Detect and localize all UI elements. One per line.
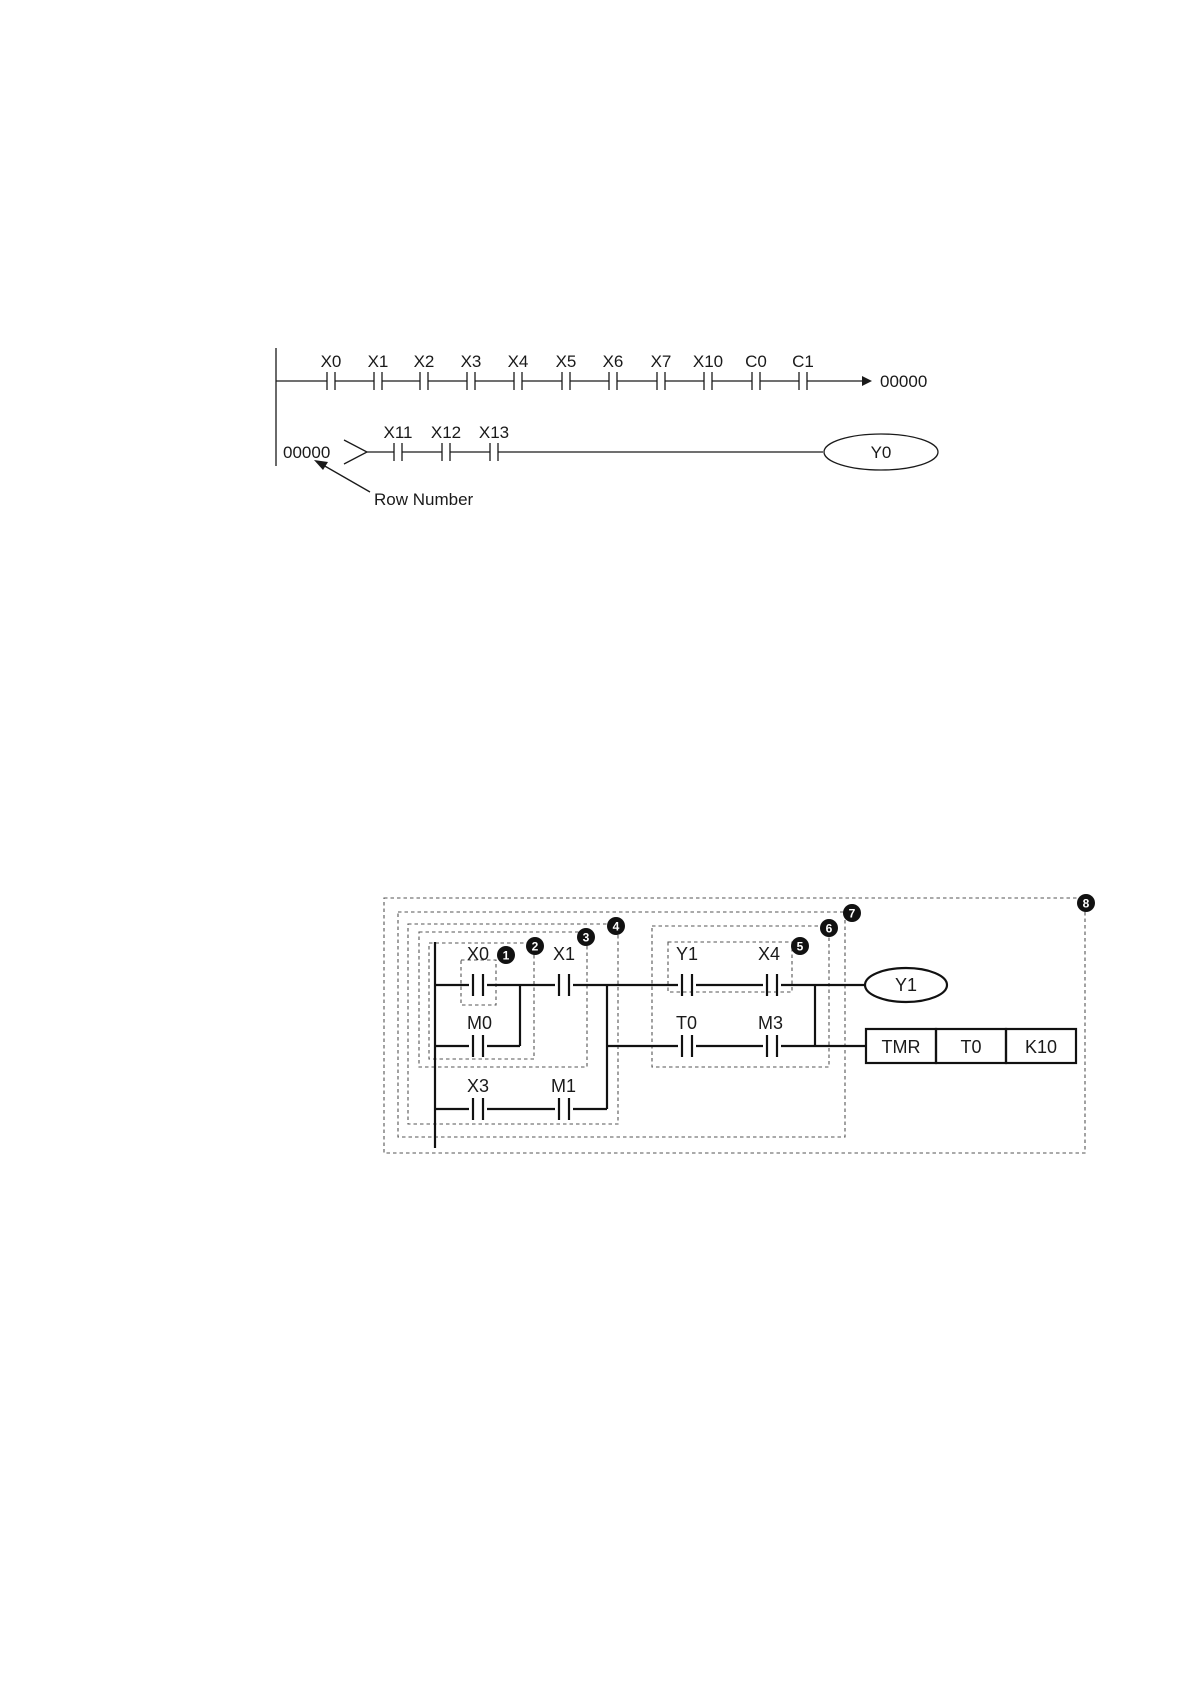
label-t0: T0 [676,1013,697,1033]
coil-y1-label: Y1 [895,975,917,995]
marker-8: 8 [1077,894,1095,912]
label-y1: Y1 [676,944,698,964]
marker-6-number: 6 [826,922,833,936]
contact-x0 [473,974,483,996]
marker-3: 3 [577,928,595,946]
label-x1: X1 [553,944,575,964]
marker-4-number: 4 [613,920,620,934]
contact-gap [490,447,498,457]
contact-label-x7: X7 [651,352,672,371]
row-2: 00000 X11 X12 X13 Y0 [283,423,938,470]
marker-8-number: 8 [1083,897,1090,911]
contact-label-x11: X11 [384,423,413,442]
group-box-1 [461,960,496,1005]
contact-m1 [559,1098,569,1120]
timer-device: T0 [960,1037,981,1057]
contact-m0 [473,1035,483,1057]
marker-1-number: 1 [503,949,510,963]
contact-labels: X0 M0 X1 X3 M1 Y1 X4 T0 M3 [467,944,783,1096]
label-m3: M3 [758,1013,783,1033]
annotation-label: Row Number [374,490,474,509]
marker-3-number: 3 [583,931,590,945]
row-2-contacts: X11 X12 X13 [384,423,510,461]
label-m0: M0 [467,1013,492,1033]
contact-t0 [682,1035,692,1057]
contact-gap [420,376,428,386]
contact-label-x3: X3 [461,352,482,371]
row-1: 00000 X0 X1 X2 X3 X4 X5 X6 X7 X10 C0 C1 [276,352,927,391]
label-x0: X0 [467,944,489,964]
continue-arrow-icon [862,376,872,386]
contact-x4 [767,974,777,996]
row-number-annotation: Row Number [314,460,474,509]
timer-block: TMR T0 K10 [866,1029,1076,1063]
contact-label-x10: X10 [693,352,723,371]
contact-m3 [767,1035,777,1057]
marker-7: 7 [843,904,861,922]
coil-y0-label: Y0 [871,443,892,462]
contact-gap [467,376,475,386]
contact-gap [704,376,712,386]
ladder-diagram-blocks: X0 M0 X1 X3 M1 Y1 X4 T0 M3 Y1 TMR T0 K10… [384,894,1095,1153]
contact-label-x1: X1 [368,352,389,371]
marker-5: 5 [791,937,809,955]
contact-gap [657,376,665,386]
contact-label-x12: X12 [431,423,461,442]
contact-label-c0: C0 [745,352,767,371]
contact-gap [562,376,570,386]
marker-6: 6 [820,919,838,937]
contact-label-x13: X13 [479,423,509,442]
marker-2: 2 [526,937,544,955]
label-x4: X4 [758,944,780,964]
contact-gap [394,447,402,457]
row-number-ref: 00000 [283,443,330,462]
contact-label-x4: X4 [508,352,529,371]
marker-5-number: 5 [797,940,804,954]
row-continue-chevron [344,440,367,464]
contact-x3 [473,1098,483,1120]
label-m1: M1 [551,1076,576,1096]
timer-instruction: TMR [882,1037,921,1057]
row-continue-ref: 00000 [880,372,927,391]
marker-1: 1 [497,946,515,964]
marker-7-number: 7 [849,907,856,921]
contact-x1 [559,974,569,996]
wiring [435,942,866,1148]
contact-gap [514,376,522,386]
contact-y1 [682,974,692,996]
contact-label-c1: C1 [792,352,814,371]
contact-label-x5: X5 [556,352,577,371]
timer-preset: K10 [1025,1037,1057,1057]
contact-gap [609,376,617,386]
contact-gap [374,376,382,386]
annotation-leader [323,465,370,492]
contact-gap [752,376,760,386]
label-x3: X3 [467,1076,489,1096]
contact-label-x2: X2 [414,352,435,371]
contact-gap [442,447,450,457]
marker-2-number: 2 [532,940,539,954]
contact-gap [327,376,335,386]
row-1-contacts: X0 X1 X2 X3 X4 X5 X6 X7 X10 C0 C1 [321,352,814,390]
contact-label-x6: X6 [603,352,624,371]
marker-4: 4 [607,917,625,935]
contact-label-x0: X0 [321,352,342,371]
contact-gap [799,376,807,386]
